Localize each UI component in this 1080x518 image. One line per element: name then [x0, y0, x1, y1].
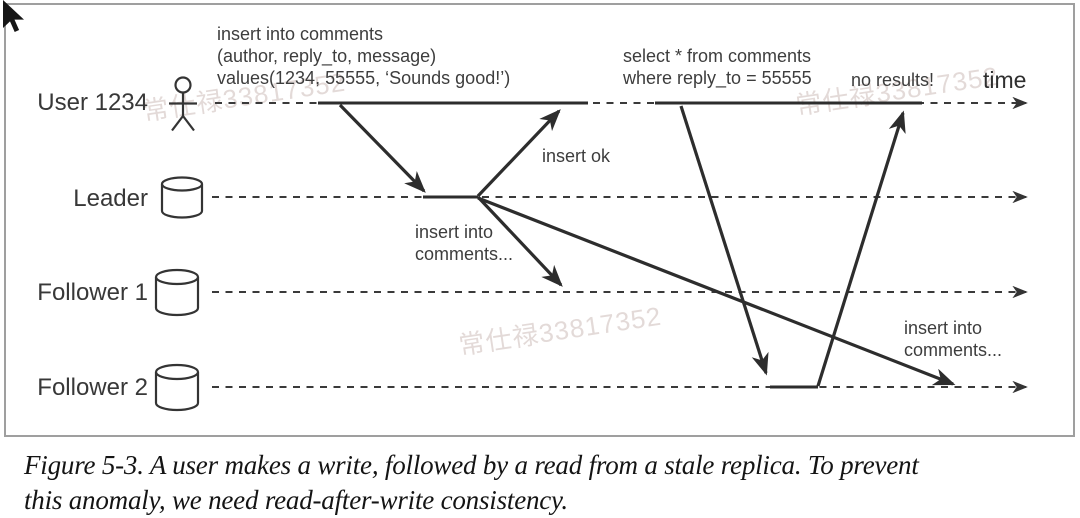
- arrow-replicate-f2: [477, 196, 956, 386]
- time-axis-label: time: [983, 67, 1027, 93]
- annotation-line: comments...: [415, 244, 514, 264]
- arrow-select-request: [679, 105, 769, 376]
- annotation-no-results: no results!: [851, 70, 935, 90]
- arrow-insert-request: [338, 103, 426, 193]
- annotation-insert-query: insert into comments (author, reply_to, …: [217, 23, 510, 89]
- annotation-line: comments...: [904, 340, 1003, 360]
- caption-line-1: Figure 5-3. A user makes a write, follow…: [24, 450, 919, 480]
- row-label-follower2: Follower 2: [37, 374, 148, 401]
- arrow-no-results-reply: [816, 110, 906, 387]
- caption-line-2: this anomaly, we need read-after-write c…: [24, 485, 568, 515]
- figure-caption: Figure 5-3. A user makes a write, follow…: [24, 448, 919, 518]
- annotation-line: select * from comments: [623, 46, 812, 66]
- row-label-follower1: Follower 1: [37, 279, 148, 306]
- annotation-line: insert into comments: [217, 24, 384, 44]
- database-cylinder-icon-follower1: [154, 268, 200, 317]
- message-arrows: [338, 103, 956, 387]
- arrow-insert-ok: [476, 109, 561, 198]
- mouse-cursor-icon: [3, 0, 24, 32]
- database-cylinder-icon-leader: [160, 176, 204, 219]
- row-label-leader: Leader: [73, 185, 148, 212]
- annotation-replicate-follower2: insert into comments...: [904, 317, 1002, 361]
- arrow-replicate-f1: [476, 195, 563, 287]
- annotation-line: insert into: [415, 222, 494, 242]
- annotation-line: insert into: [904, 318, 983, 338]
- database-cylinder-icon-follower2: [154, 363, 200, 412]
- annotation-line: (author, reply_to, message): [217, 46, 437, 66]
- stick-figure-icon: [169, 76, 197, 132]
- annotation-line: where reply_to = 55555: [623, 68, 812, 88]
- annotation-line: values(1234, 55555, ‘Sounds good!’): [217, 68, 511, 88]
- row-label-user: User 1234: [37, 89, 148, 116]
- annotation-replicate-follower1: insert into comments...: [415, 221, 513, 265]
- annotation-select-query: select * from comments where reply_to = …: [623, 45, 812, 89]
- annotation-insert-ok: insert ok: [542, 146, 611, 166]
